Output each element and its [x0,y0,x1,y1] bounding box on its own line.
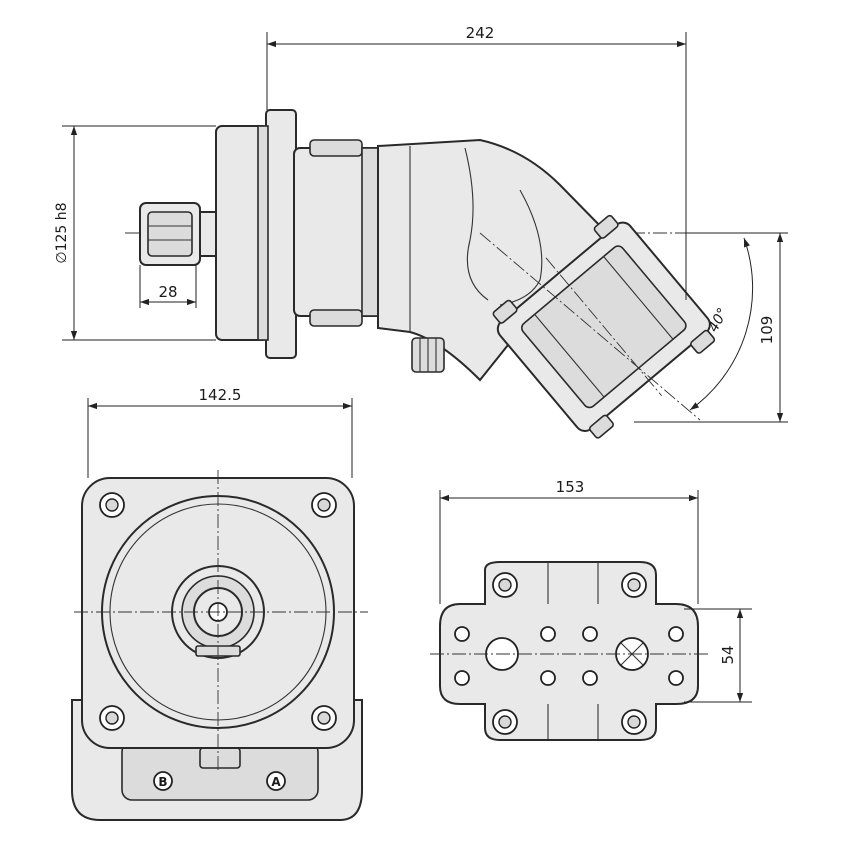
drain-plug [411,337,445,373]
shaft-key [147,211,193,257]
port-plate [439,561,699,741]
small-hole [454,626,470,642]
dim-label-port-width: 153 [556,478,585,496]
small-hole [540,670,556,686]
port-b-circle [153,771,173,791]
dim-label-angle: 40° [706,305,732,334]
housing-boss-bottom [309,309,363,327]
dim-label-total-length: 242 [466,24,495,42]
small-hole [668,626,684,642]
small-hole [582,670,598,686]
dim-arc-angle [689,237,754,411]
front-plug [199,747,241,769]
housing-boss-top [309,139,363,157]
dim-label-front-width: 142.5 [199,386,242,404]
port-a-label: A [271,775,281,789]
front-view: B A 142.5 [71,386,368,821]
small-hole [540,626,556,642]
port-a-circle [266,771,286,791]
port-b-label: B [158,775,167,789]
dim-label-port-height: 54 [719,645,737,664]
port-view: 153 54 [430,478,752,741]
small-hole [454,670,470,686]
small-hole [582,626,598,642]
side-view: 242 ∅125 h8 28 109 40° [54,24,788,439]
dim-label-shaft-length: 28 [158,283,177,301]
mounting-flange [265,109,297,359]
end-cap [492,214,716,439]
dim-label-height-offset: 109 [758,316,776,345]
flange-step [257,125,269,341]
dim-label-flange-diameter: ∅125 h8 [54,202,70,263]
small-hole [668,670,684,686]
angled-centerline [479,232,701,421]
